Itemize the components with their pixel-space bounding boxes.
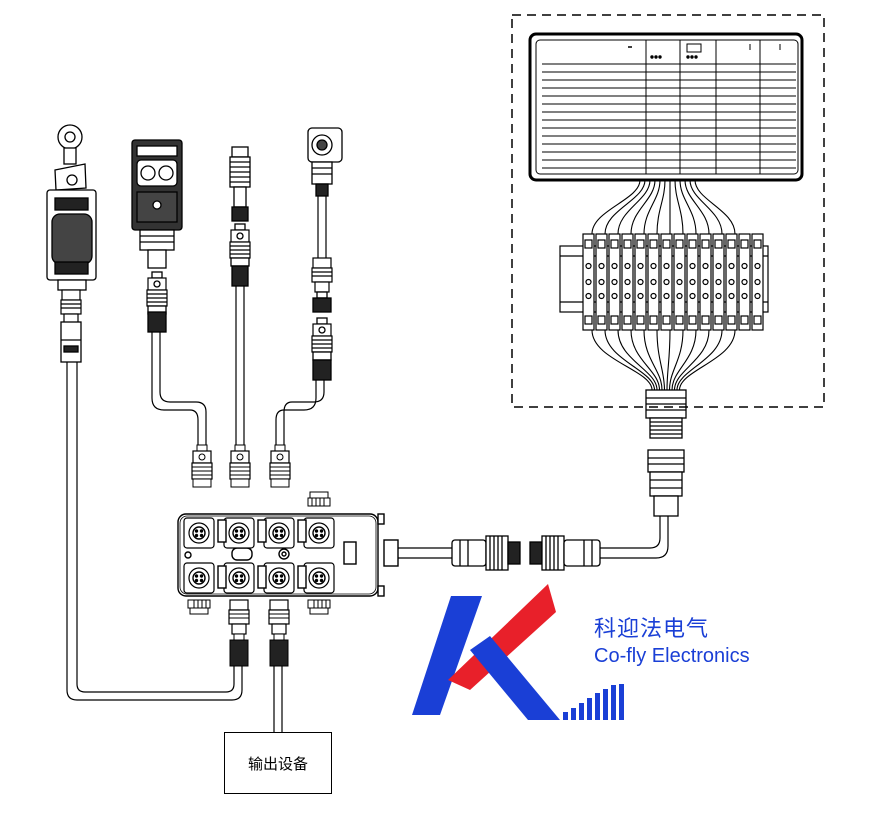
proximity-sensor <box>229 146 251 287</box>
extension-connector <box>451 535 601 571</box>
distribution-box <box>177 513 399 597</box>
cabinet-connector <box>645 389 687 517</box>
angled-sensor <box>307 127 343 381</box>
company-name-en: Co-fly Electronics <box>594 645 750 667</box>
control-cabinet-frame <box>511 14 825 408</box>
company-name-cn: 科迎法电气 <box>594 617 710 642</box>
output-device-box: 输出设备 <box>224 732 332 794</box>
limit-switch <box>46 124 97 363</box>
input-plugs <box>191 444 331 507</box>
output-device-label: 输出设备 <box>247 754 308 773</box>
plc-controller <box>528 32 804 182</box>
company-logo <box>412 584 624 720</box>
photoelectric-sensor <box>131 139 183 333</box>
terminal-block <box>559 233 769 331</box>
wire-bundle <box>591 179 736 391</box>
cables <box>66 195 669 732</box>
output-plugs <box>187 599 331 667</box>
